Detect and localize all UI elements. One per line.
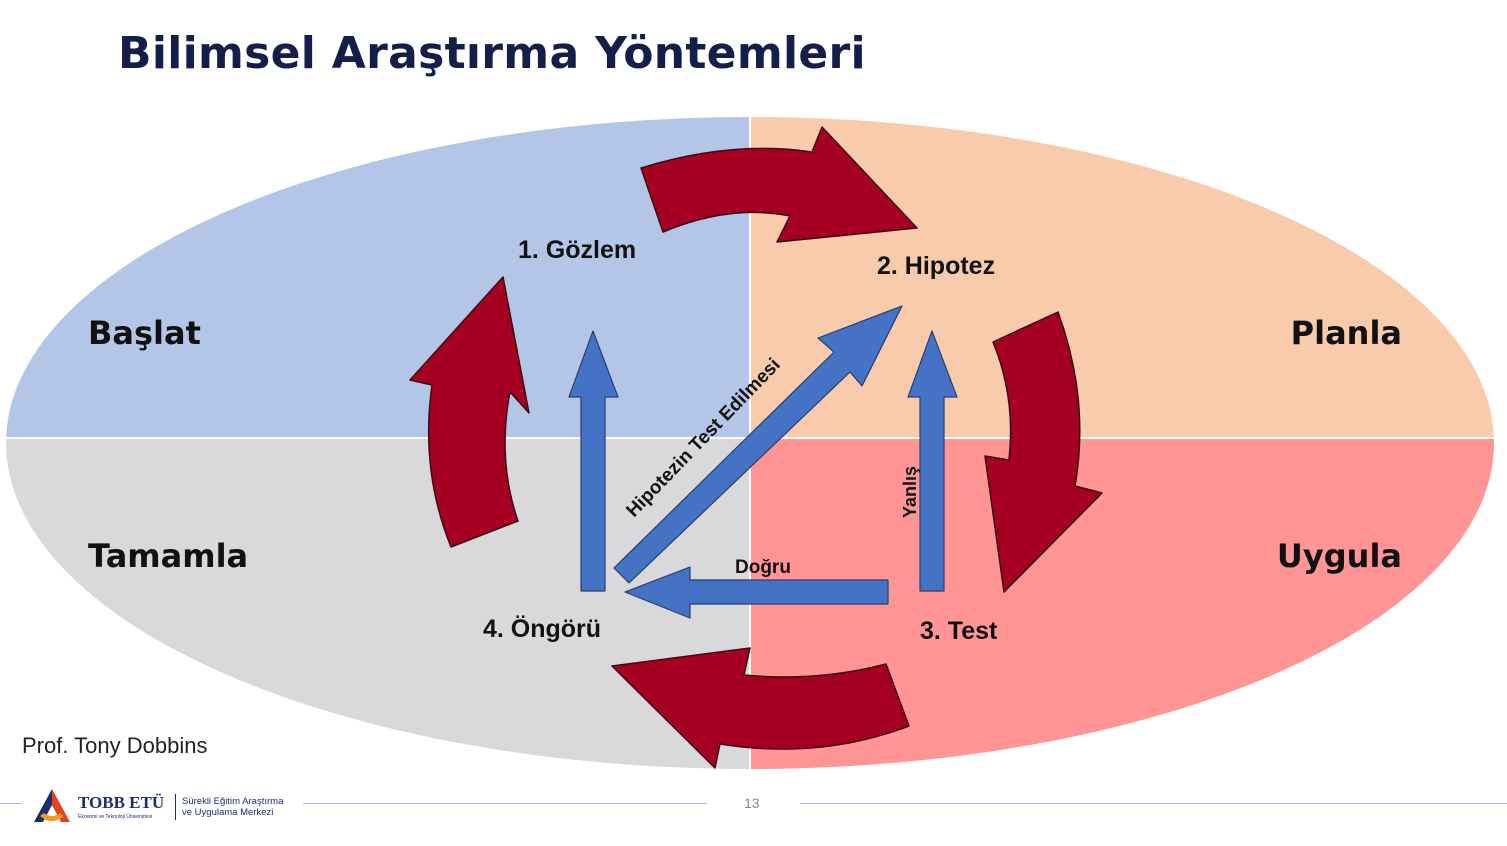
logo-name: TOBB ETÜ bbox=[78, 793, 165, 812]
step-prediction: 4. Öngörü bbox=[483, 614, 601, 643]
cycle-arrow-observation-to-hypothesis bbox=[640, 126, 918, 243]
quadrant-top-left bbox=[6, 117, 750, 438]
footer-line-middle bbox=[303, 803, 707, 804]
arrow-test-to-hypothesis bbox=[907, 330, 958, 592]
logo-center-line1: Sürekli Eğitim Araştırma bbox=[182, 796, 284, 807]
logo-center-line2: ve Uygulama Merkezi bbox=[182, 807, 274, 818]
page-number: 13 bbox=[744, 795, 760, 811]
cycle-arrow-test-to-prediction bbox=[611, 647, 910, 769]
quadrant-top-right bbox=[750, 117, 1494, 438]
label-correct: Doğru bbox=[735, 557, 791, 578]
tobb-etu-logo: TOBB ETÜ Ekonomi ve Teknoloji Üniversite… bbox=[30, 786, 290, 826]
quadrant-label-complete: Tamamla bbox=[88, 537, 248, 575]
author-credit: Prof. Tony Dobbins bbox=[22, 733, 208, 758]
footer-line-left bbox=[0, 803, 22, 804]
quadrant-label-plan: Planla bbox=[1291, 314, 1402, 352]
quadrant-bottom-left bbox=[6, 438, 750, 769]
quadrant-label-start: Başlat bbox=[88, 314, 201, 352]
arrow-prediction-to-hypothesis bbox=[613, 305, 903, 584]
cycle-arrow-prediction-to-observation bbox=[409, 276, 530, 548]
cycle-arrows bbox=[409, 126, 1103, 769]
label-wrong: Yanlış bbox=[900, 466, 920, 518]
blue-arrows bbox=[568, 305, 958, 619]
cycle-arrow-hypothesis-to-test bbox=[984, 311, 1103, 593]
tobb-etu-logo-icon bbox=[34, 789, 70, 822]
step-hypothesis: 2. Hipotez bbox=[877, 252, 995, 280]
page-title: Bilimsel Araştırma Yöntemleri bbox=[118, 28, 866, 79]
arrow-prediction-to-observation bbox=[568, 330, 619, 592]
step-test: 3. Test bbox=[920, 617, 998, 645]
logo-separator bbox=[175, 794, 176, 820]
quadrant-label-do: Uygula bbox=[1277, 537, 1402, 575]
logo-subtitle: Ekonomi ve Teknoloji Üniversitesi bbox=[78, 814, 153, 820]
arrow-test-to-prediction bbox=[624, 566, 889, 619]
step-observation: 1. Gözlem bbox=[518, 236, 636, 264]
logo-center-name: Sürekli Eğitim Araştırma ve Uygulama Mer… bbox=[182, 796, 283, 818]
footer-line-right bbox=[800, 803, 1507, 804]
